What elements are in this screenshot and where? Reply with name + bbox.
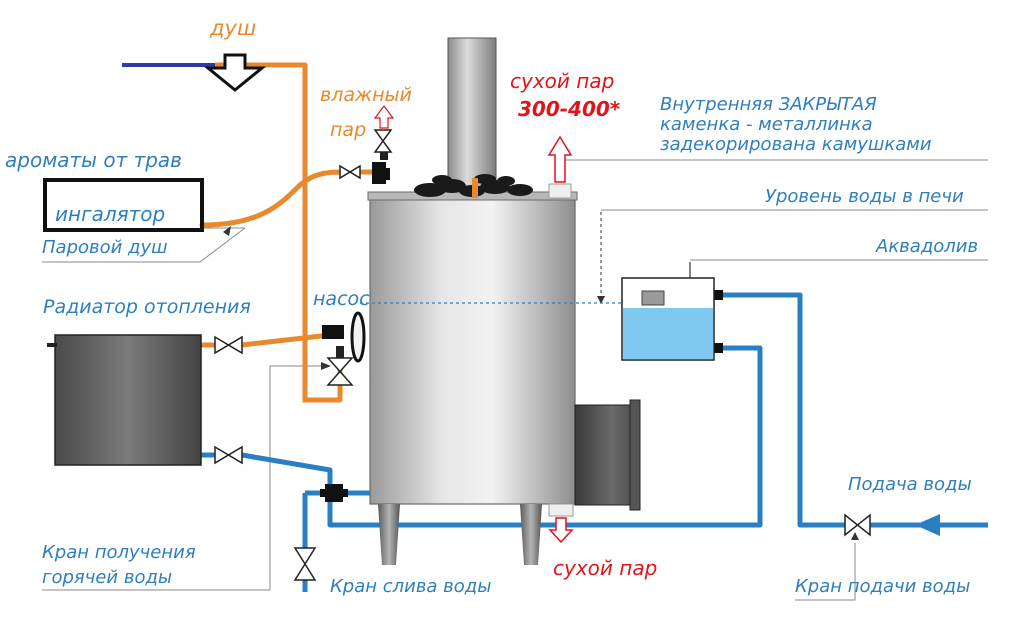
stove-leg	[378, 504, 400, 565]
label-kamenka-2: каменка - металлинка	[660, 114, 873, 135]
tank-float	[641, 290, 665, 306]
leader-arrowhead	[223, 226, 231, 236]
label-sukhoy-par-top: сухой пар	[510, 69, 615, 93]
stones	[414, 174, 533, 197]
water-inflow-arrow	[915, 514, 940, 536]
tank-water	[623, 308, 713, 359]
shower-down-arrow	[203, 53, 267, 92]
stove-leg	[520, 504, 542, 565]
label-kamenka-1: Внутренняя ЗАКРЫТАЯ	[660, 94, 877, 115]
radiator	[54, 334, 202, 466]
leader-arrowhead	[851, 532, 859, 540]
pump	[350, 311, 366, 363]
label-aromaty: ароматы от трав	[5, 148, 182, 172]
label-akvadoliv: Аквадолив	[876, 236, 979, 257]
label-podacha: Подача воды	[848, 474, 972, 495]
top-outlet	[548, 183, 572, 199]
wet-steam-arrow	[373, 105, 395, 129]
label-radiator: Радиатор отопления	[43, 296, 251, 318]
label-kran-podachi: Кран подачи воды	[795, 576, 971, 597]
label-uroven: Уровень воды в печи	[765, 186, 964, 207]
label-vlazhny: влажный	[320, 84, 412, 106]
valve-stems	[336, 152, 388, 358]
label-kamenka-3: задекорирована камушками	[660, 134, 932, 155]
pump-tee	[322, 325, 344, 339]
bottom-dry-steam-arrow	[548, 517, 574, 544]
leader-arrowhead	[597, 296, 605, 304]
label-parovoy-dush: Паровой душ	[42, 237, 168, 258]
leader-arrowhead	[321, 362, 331, 370]
chimney	[447, 37, 497, 189]
label-ingalator: ингалятор	[55, 202, 166, 226]
label-temperature: 300-400*	[518, 97, 621, 121]
inhaler-box	[43, 178, 204, 232]
label-kran-sliva: Кран слива воды	[330, 576, 492, 597]
label-dush: душ	[210, 16, 257, 40]
steam-outlet-pipe	[472, 178, 478, 198]
top-dry-steam-arrow	[547, 135, 573, 183]
firebox	[574, 404, 638, 506]
leader-lines	[42, 159, 988, 601]
label-kran-polucheniya-2: горячей воды	[42, 567, 173, 588]
label-kran-polucheniya-1: Кран получения	[42, 542, 196, 563]
label-sukhoy-par-bottom: сухой пар	[553, 556, 658, 580]
valves	[214, 129, 871, 581]
bottom-outlet	[548, 503, 574, 517]
stove-body	[369, 197, 576, 505]
firebox-door	[629, 399, 641, 511]
label-par: пар	[330, 119, 367, 141]
fittings	[320, 162, 723, 502]
label-nasos: насос	[313, 288, 370, 310]
